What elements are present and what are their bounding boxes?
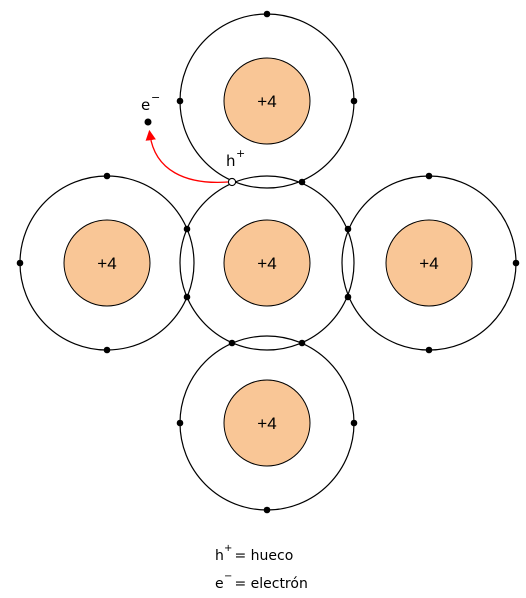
atom-bottom-charge: +4 [257,414,276,433]
electron-dot [298,339,306,347]
electron-label-sup: − [151,91,160,104]
legend-electron-text: = electrón [230,576,308,592]
electron-dot [228,339,236,347]
electron-dot [425,172,433,180]
atom-center-shell [179,175,355,351]
hole-marker [227,177,237,187]
free-electron-dot [144,118,152,126]
atom-right-core [385,219,473,307]
atom-center-charge: +4 [257,254,276,273]
electron-dot [344,225,352,233]
legend-electron-sup: − [224,571,232,582]
electron-dot [425,346,433,354]
electron-dot [350,419,358,427]
atom-top-core [223,57,311,145]
atom-bottom: +4 [179,335,355,511]
atom-left: +4 [19,175,195,351]
electron-dot [183,293,191,301]
atom-left-charge: +4 [97,254,116,273]
legend-hole-sup: + [224,543,232,554]
legend-hole-symbol: h [215,548,224,564]
electron-label-symbol: e [141,96,150,114]
atom-center-core [223,219,311,307]
electron-dot [103,172,111,180]
legend-electron-symbol: e [215,576,224,592]
atom-top-charge: +4 [257,92,276,111]
electron-escape-arrow [145,129,229,184]
electron-dot [298,178,306,186]
hole-label-sup: + [236,147,245,160]
electron-dot [16,259,24,267]
hole-label: h + [226,147,245,170]
free-electron-label: e − [141,91,160,114]
atom-top: +4 [179,13,355,189]
electron-dot [350,97,358,105]
valence-electrons [16,10,520,514]
electron-dot [103,346,111,354]
legend: h + = hueco e − = electrón [215,543,308,592]
legend-hole-row: h + = hueco [215,543,293,564]
atom-bottom-core [223,379,311,467]
electron-dot [176,419,184,427]
atom-right: +4 [341,175,517,351]
electron-dot [176,97,184,105]
electron-dot [183,225,191,233]
electron-dot [263,506,271,514]
legend-hole-text: = hueco [230,548,293,564]
legend-electron-row: e − = electrón [215,571,308,592]
hole-label-symbol: h [226,152,236,170]
electron-dot [512,259,520,267]
electron-dot [344,293,352,301]
atom-left-core [63,219,151,307]
atom-center: +4 [179,175,355,351]
atom-right-charge: +4 [419,254,438,273]
electron-dot [263,10,271,18]
